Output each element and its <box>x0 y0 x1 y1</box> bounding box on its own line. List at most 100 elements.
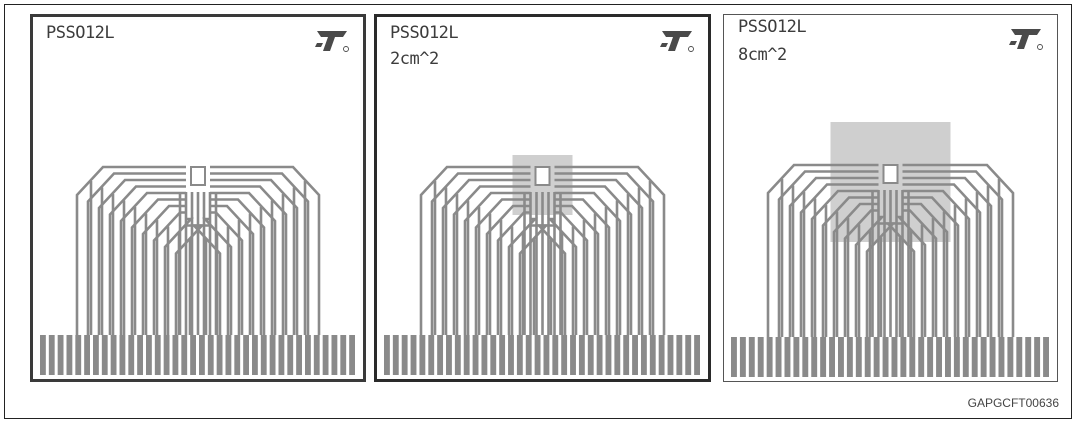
connector-finger <box>900 337 907 377</box>
connector-finger <box>971 337 978 377</box>
connector-finger <box>882 337 889 377</box>
connector-finger <box>146 335 152 375</box>
connector-finger <box>269 335 276 375</box>
connector-finger <box>384 335 390 375</box>
connector-finger <box>437 335 444 375</box>
connector-finger <box>980 337 987 377</box>
panel-minimum-pad: PSSO12L <box>30 14 366 382</box>
connector-finger <box>340 335 347 375</box>
connector-finger <box>632 335 638 375</box>
connector-finger <box>820 337 827 377</box>
connector-finger <box>953 337 960 377</box>
connector-finger <box>1034 337 1041 377</box>
connector-finger <box>927 337 934 377</box>
part-number-label: PSSO12L <box>46 23 115 43</box>
part-number-label: PSSO12L <box>390 23 459 43</box>
connector-finger <box>1025 337 1032 377</box>
connector-finger <box>419 335 426 375</box>
connector-finger <box>676 335 683 375</box>
connector-finger <box>243 335 249 375</box>
connector-finger <box>864 337 871 377</box>
connector-finger <box>278 335 285 375</box>
connector-finger <box>296 335 302 375</box>
connector-finger <box>649 335 656 375</box>
trace-group <box>766 163 1015 337</box>
pcb-layout-drawing <box>40 165 355 375</box>
panel-8cm2-pad: PSSO12L 8cm^2 <box>723 14 1058 382</box>
copper-area-label: 8cm^2 <box>738 45 787 65</box>
connector-finger <box>48 335 55 375</box>
connector-finger <box>119 335 126 375</box>
device-package <box>882 164 899 184</box>
connector-finger <box>667 335 674 375</box>
connector-finger <box>936 337 942 377</box>
connector-finger <box>685 335 692 375</box>
connector-finger <box>873 337 880 377</box>
connector-finger <box>75 335 82 375</box>
connector-finger <box>855 337 862 377</box>
connector-finger <box>154 335 161 375</box>
connector-finger <box>838 337 844 377</box>
st-logo-icon <box>1005 27 1043 51</box>
connector-finger <box>225 335 232 375</box>
connector-finger <box>748 337 755 377</box>
connector-finger <box>110 335 117 375</box>
connector-finger <box>739 337 746 377</box>
st-logo-shape <box>658 31 694 52</box>
connector-finger <box>829 337 835 377</box>
trace-group <box>75 165 321 335</box>
connector-finger <box>216 335 223 375</box>
connector-finger <box>207 335 214 375</box>
connector-finger <box>313 335 320 375</box>
connector-finger <box>578 335 585 375</box>
figure-id: GAPGCFT00636 <box>967 396 1059 410</box>
device-package <box>534 166 551 186</box>
connector-finger <box>490 335 497 375</box>
st-logo-icon <box>656 29 694 53</box>
connector-finger <box>570 335 576 375</box>
connector-finger <box>57 335 64 375</box>
connector-finger <box>128 335 135 375</box>
connector-finger <box>410 335 417 375</box>
connector-finger <box>331 335 338 375</box>
connector-finger <box>811 337 818 377</box>
pcb-layout-drawing <box>384 155 700 375</box>
device-package <box>190 166 206 186</box>
connector-finger <box>802 337 809 377</box>
connector-finger <box>1016 337 1023 377</box>
connector-finger <box>349 335 355 375</box>
connector-finger <box>472 335 479 375</box>
connector-finger <box>784 337 791 377</box>
pcb-layout-drawing <box>731 122 1049 377</box>
connector-finger <box>392 335 399 375</box>
st-logo-icon <box>311 29 349 53</box>
part-number-label: PSSO12L <box>738 17 807 37</box>
connector-finger <box>190 335 196 375</box>
connector-finger <box>846 337 853 377</box>
connector-finger <box>499 335 506 375</box>
connector-finger <box>401 335 408 375</box>
connector-finger <box>623 335 630 375</box>
connector-finger <box>101 335 108 375</box>
connector-finger <box>463 335 470 375</box>
connector-finger <box>508 335 514 375</box>
connector-finger <box>766 337 773 377</box>
connector-finger <box>163 335 170 375</box>
connector-finger <box>605 335 612 375</box>
connector-finger <box>918 337 925 377</box>
connector-finger <box>481 335 488 375</box>
connector-finger <box>561 335 568 375</box>
connector-finger <box>962 337 969 377</box>
connector-finger <box>199 335 205 375</box>
connector-finger <box>172 335 179 375</box>
connector-finger <box>694 335 700 375</box>
connector-finger <box>516 335 523 375</box>
connector-finger <box>1043 337 1049 377</box>
figure-frame <box>4 4 1072 419</box>
connector-finger <box>234 335 241 375</box>
connector-finger <box>998 337 1005 377</box>
connector-finger <box>587 335 594 375</box>
connector-finger <box>287 335 294 375</box>
connector-finger <box>945 337 951 377</box>
